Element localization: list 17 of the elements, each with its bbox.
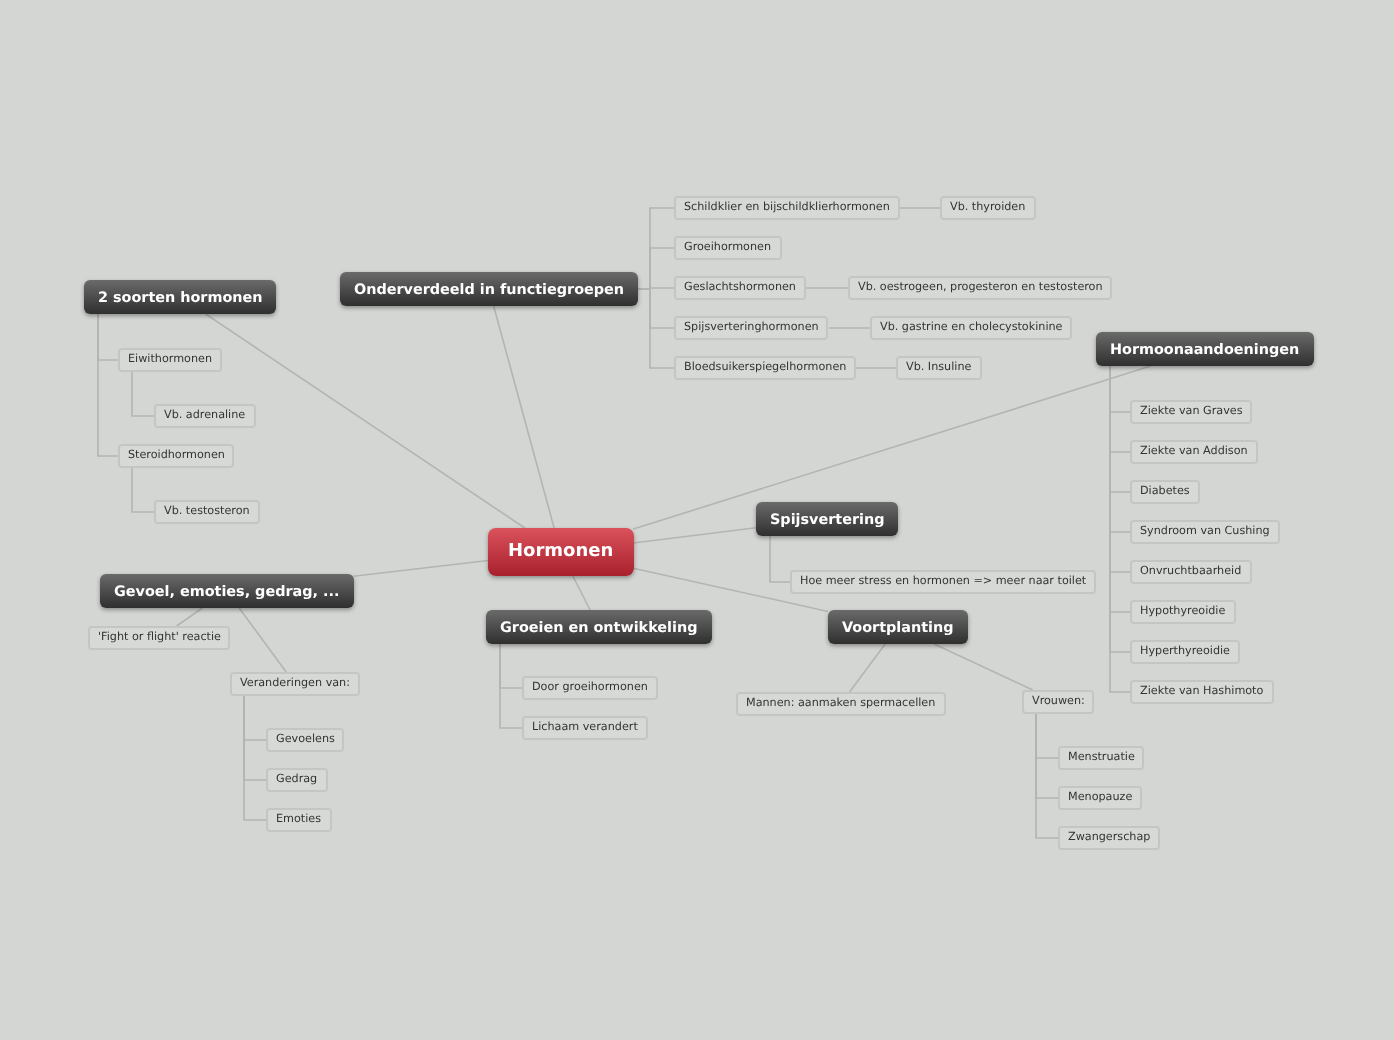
connector-line [492,305,555,529]
connector-line [572,575,591,611]
connector-line [933,643,1034,691]
connector-line [499,643,523,729]
connector-line [238,607,287,673]
connector-line [204,313,526,529]
connector-line [632,527,757,544]
central-topic: Hormonen [488,528,634,576]
connector-line [632,567,829,613]
connector-line [175,607,204,627]
connector-line [131,467,155,513]
connector-line [131,371,155,417]
connector-line [352,559,489,577]
connector-line [632,365,1152,530]
connector-line [769,535,791,583]
connector-line [97,313,119,457]
connector-line [848,643,886,693]
